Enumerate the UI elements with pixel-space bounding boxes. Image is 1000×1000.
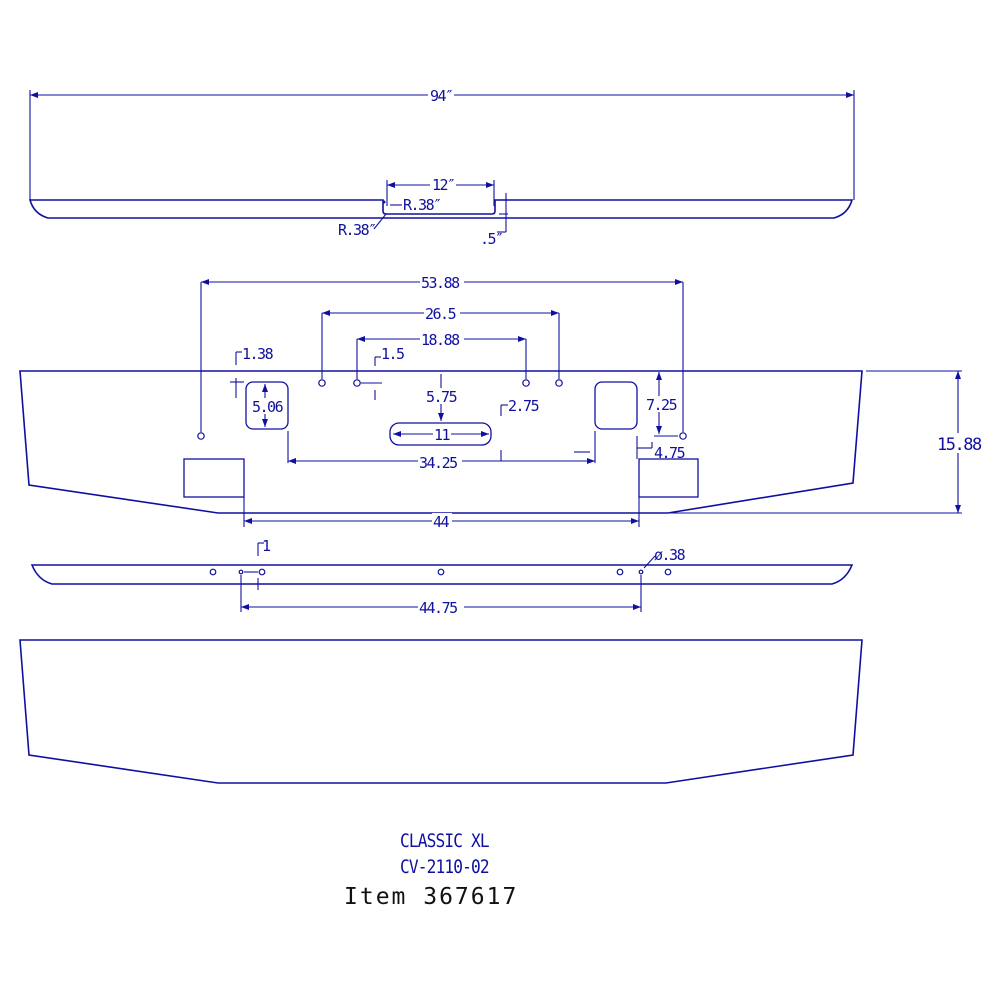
left-upper-cutout [245,381,289,430]
model-label: CLASSIC XL [400,830,490,852]
center-slot [389,422,492,446]
dim-26-5: 26.5 [425,305,456,323]
right-upper-cutout [594,381,638,430]
dim-5-06: 5.06 [252,398,284,416]
bottom-view-outline [30,564,854,585]
dim-2-75: 2.75 [508,397,539,415]
dim-1-5: 1.5 [381,345,404,363]
dim-outer-radius: R.38″ [338,221,376,239]
bottom-hole-5 [616,568,624,576]
bottom-hole-2 [238,569,244,575]
upper-hole-3 [522,379,530,387]
left-lower-cutout [183,458,245,498]
dim-94: 94″ [430,87,453,105]
dim-12: 12″ [432,176,455,194]
dim-1: 1 [262,537,271,555]
dim-1-38: 1.38 [242,345,274,363]
bottom-hole-1 [209,568,217,576]
dim-15-88: 15.88 [937,435,982,455]
rear-view-outline [19,639,863,784]
dim-half: .5″ [480,230,503,248]
bottom-hole-3 [258,568,266,576]
bottom-view: 1 ø.38 44.75 [30,537,854,617]
dim-18-88: 18.88 [421,331,460,349]
dim-7-25: 7.25 [646,396,677,414]
right-lower-cutout [638,458,699,498]
dim-53-88: 53.88 [421,274,460,292]
rear-view [19,639,863,784]
dim-5-75: 5.75 [426,388,457,406]
dim-inner-radius: R.38″ [403,196,441,214]
dim-dia-38: ø.38 [654,546,686,564]
dim-34-25: 34.25 [419,454,457,472]
part-number-label: CV-2110-02 [400,856,490,878]
dim-44: 44 [433,513,450,531]
upper-hole-2 [353,379,361,387]
top-view: 94″ 12″ R.38″ R.38″ .5″ [28,86,855,248]
bottom-hole-6 [638,569,644,575]
bottom-hole-7 [664,568,672,576]
top-view-outline [28,199,854,219]
dim-11: 11 [434,426,451,444]
mount-hole-right [679,432,687,440]
dim-44-75: 44.75 [419,599,457,617]
front-view: 53.88 26.5 18.88 1.38 1.5 5.06 [19,273,983,531]
mount-hole-left [197,432,205,440]
item-number-label: Item 367617 [344,884,519,910]
dim-4-75: 4.75 [654,444,685,462]
upper-hole-4 [555,379,563,387]
bottom-hole-4 [437,568,445,576]
upper-hole-1 [318,379,326,387]
